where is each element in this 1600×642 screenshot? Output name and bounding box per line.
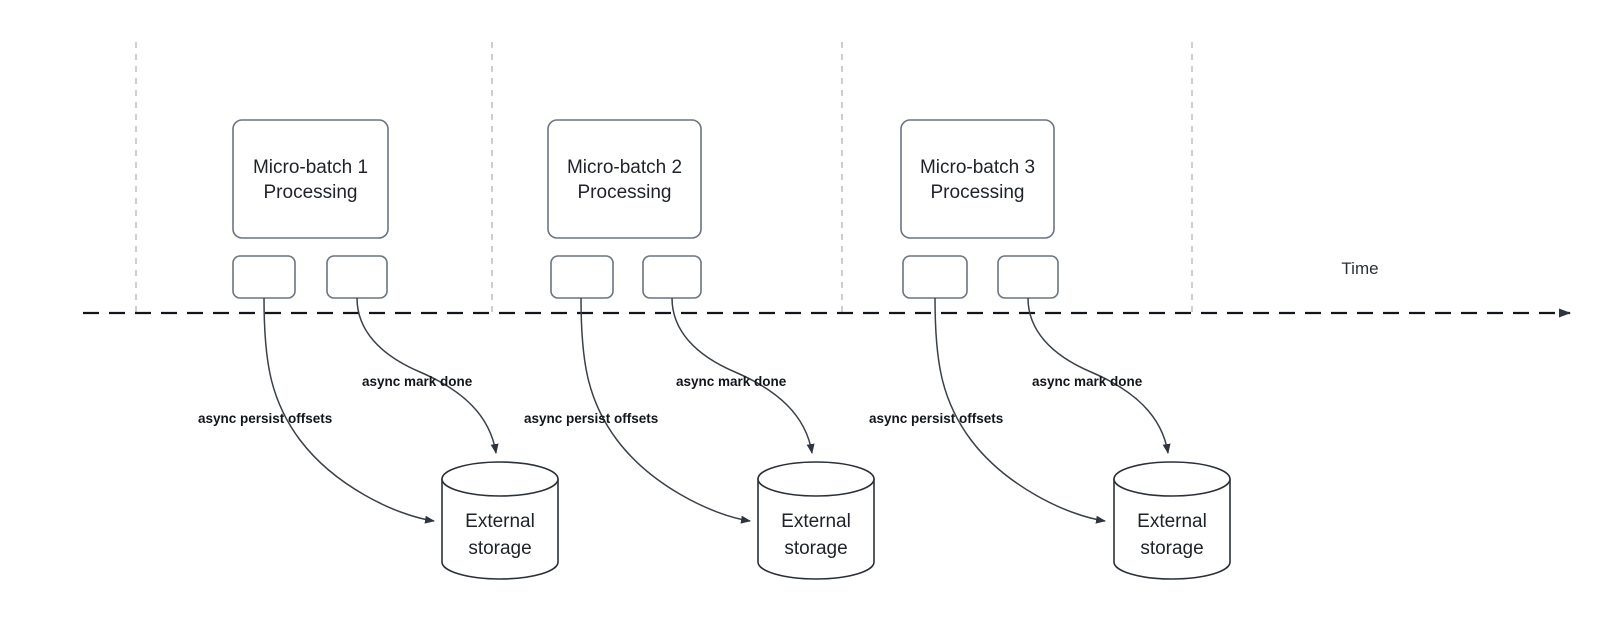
micro-batch-3-label-line1: Micro-batch 3 — [920, 157, 1035, 178]
task-box-2a[interactable] — [550, 255, 614, 299]
group-3: Micro-batch 3 Processing External storag… — [869, 119, 1231, 580]
external-storage-1-label-line2: storage — [468, 538, 531, 559]
time-axis-label: Time — [1341, 259, 1378, 278]
micro-batch-3-label-line2: Processing — [931, 182, 1025, 203]
micro-batch-1-label-line2: Processing — [264, 182, 358, 203]
external-storage-2-label-line1: External — [781, 511, 851, 532]
async-mark-done-edge-2 — [671, 297, 815, 454]
async-mark-done-edge-3 — [1027, 297, 1171, 454]
external-storage-2-label-line2: storage — [784, 538, 847, 559]
external-storage-3-label-line1: External — [1137, 511, 1207, 532]
group-1: Micro-batch 1 Processing External storag… — [198, 119, 559, 580]
task-box-3a[interactable] — [902, 255, 968, 299]
external-storage-1-label-line1: External — [465, 511, 535, 532]
task-box-3b[interactable] — [997, 255, 1059, 299]
micro-batch-3-box[interactable]: Micro-batch 3 Processing — [900, 119, 1055, 239]
async-persist-offsets-label-3: async persist offsets — [869, 411, 1003, 426]
timeline-tick-lines — [135, 42, 1193, 314]
async-persist-offsets-label-2: async persist offsets — [524, 411, 658, 426]
micro-batch-2-label-line2: Processing — [578, 182, 672, 203]
group-2: Micro-batch 2 Processing External storag… — [524, 119, 875, 580]
async-mark-done-label-1: async mark done — [362, 374, 473, 389]
async-mark-done-label-3: async mark done — [1032, 374, 1143, 389]
async-persist-offsets-edge-2 — [580, 297, 751, 524]
async-persist-offsets-edge-3 — [934, 297, 1106, 524]
async-mark-done-label-2: async mark done — [676, 374, 787, 389]
task-box-1b[interactable] — [326, 255, 388, 299]
external-storage-3-label-line2: storage — [1140, 538, 1203, 559]
task-box-1a[interactable] — [232, 255, 296, 299]
micro-batch-2-box[interactable]: Micro-batch 2 Processing — [547, 119, 702, 239]
task-box-2b[interactable] — [642, 255, 702, 299]
micro-batch-2-label-line1: Micro-batch 2 — [567, 157, 682, 178]
async-persist-offsets-label-1: async persist offsets — [198, 411, 332, 426]
external-storage-3[interactable]: External storage — [1113, 461, 1231, 580]
async-persist-offsets-edge-1 — [263, 297, 435, 524]
external-storage-1[interactable]: External storage — [441, 461, 559, 580]
micro-batch-1-box[interactable]: Micro-batch 1 Processing — [232, 119, 389, 239]
async-mark-done-edge-1 — [356, 297, 499, 454]
time-axis: Time — [83, 259, 1571, 318]
external-storage-2[interactable]: External storage — [757, 461, 875, 580]
micro-batch-1-label-line1: Micro-batch 1 — [253, 157, 368, 178]
